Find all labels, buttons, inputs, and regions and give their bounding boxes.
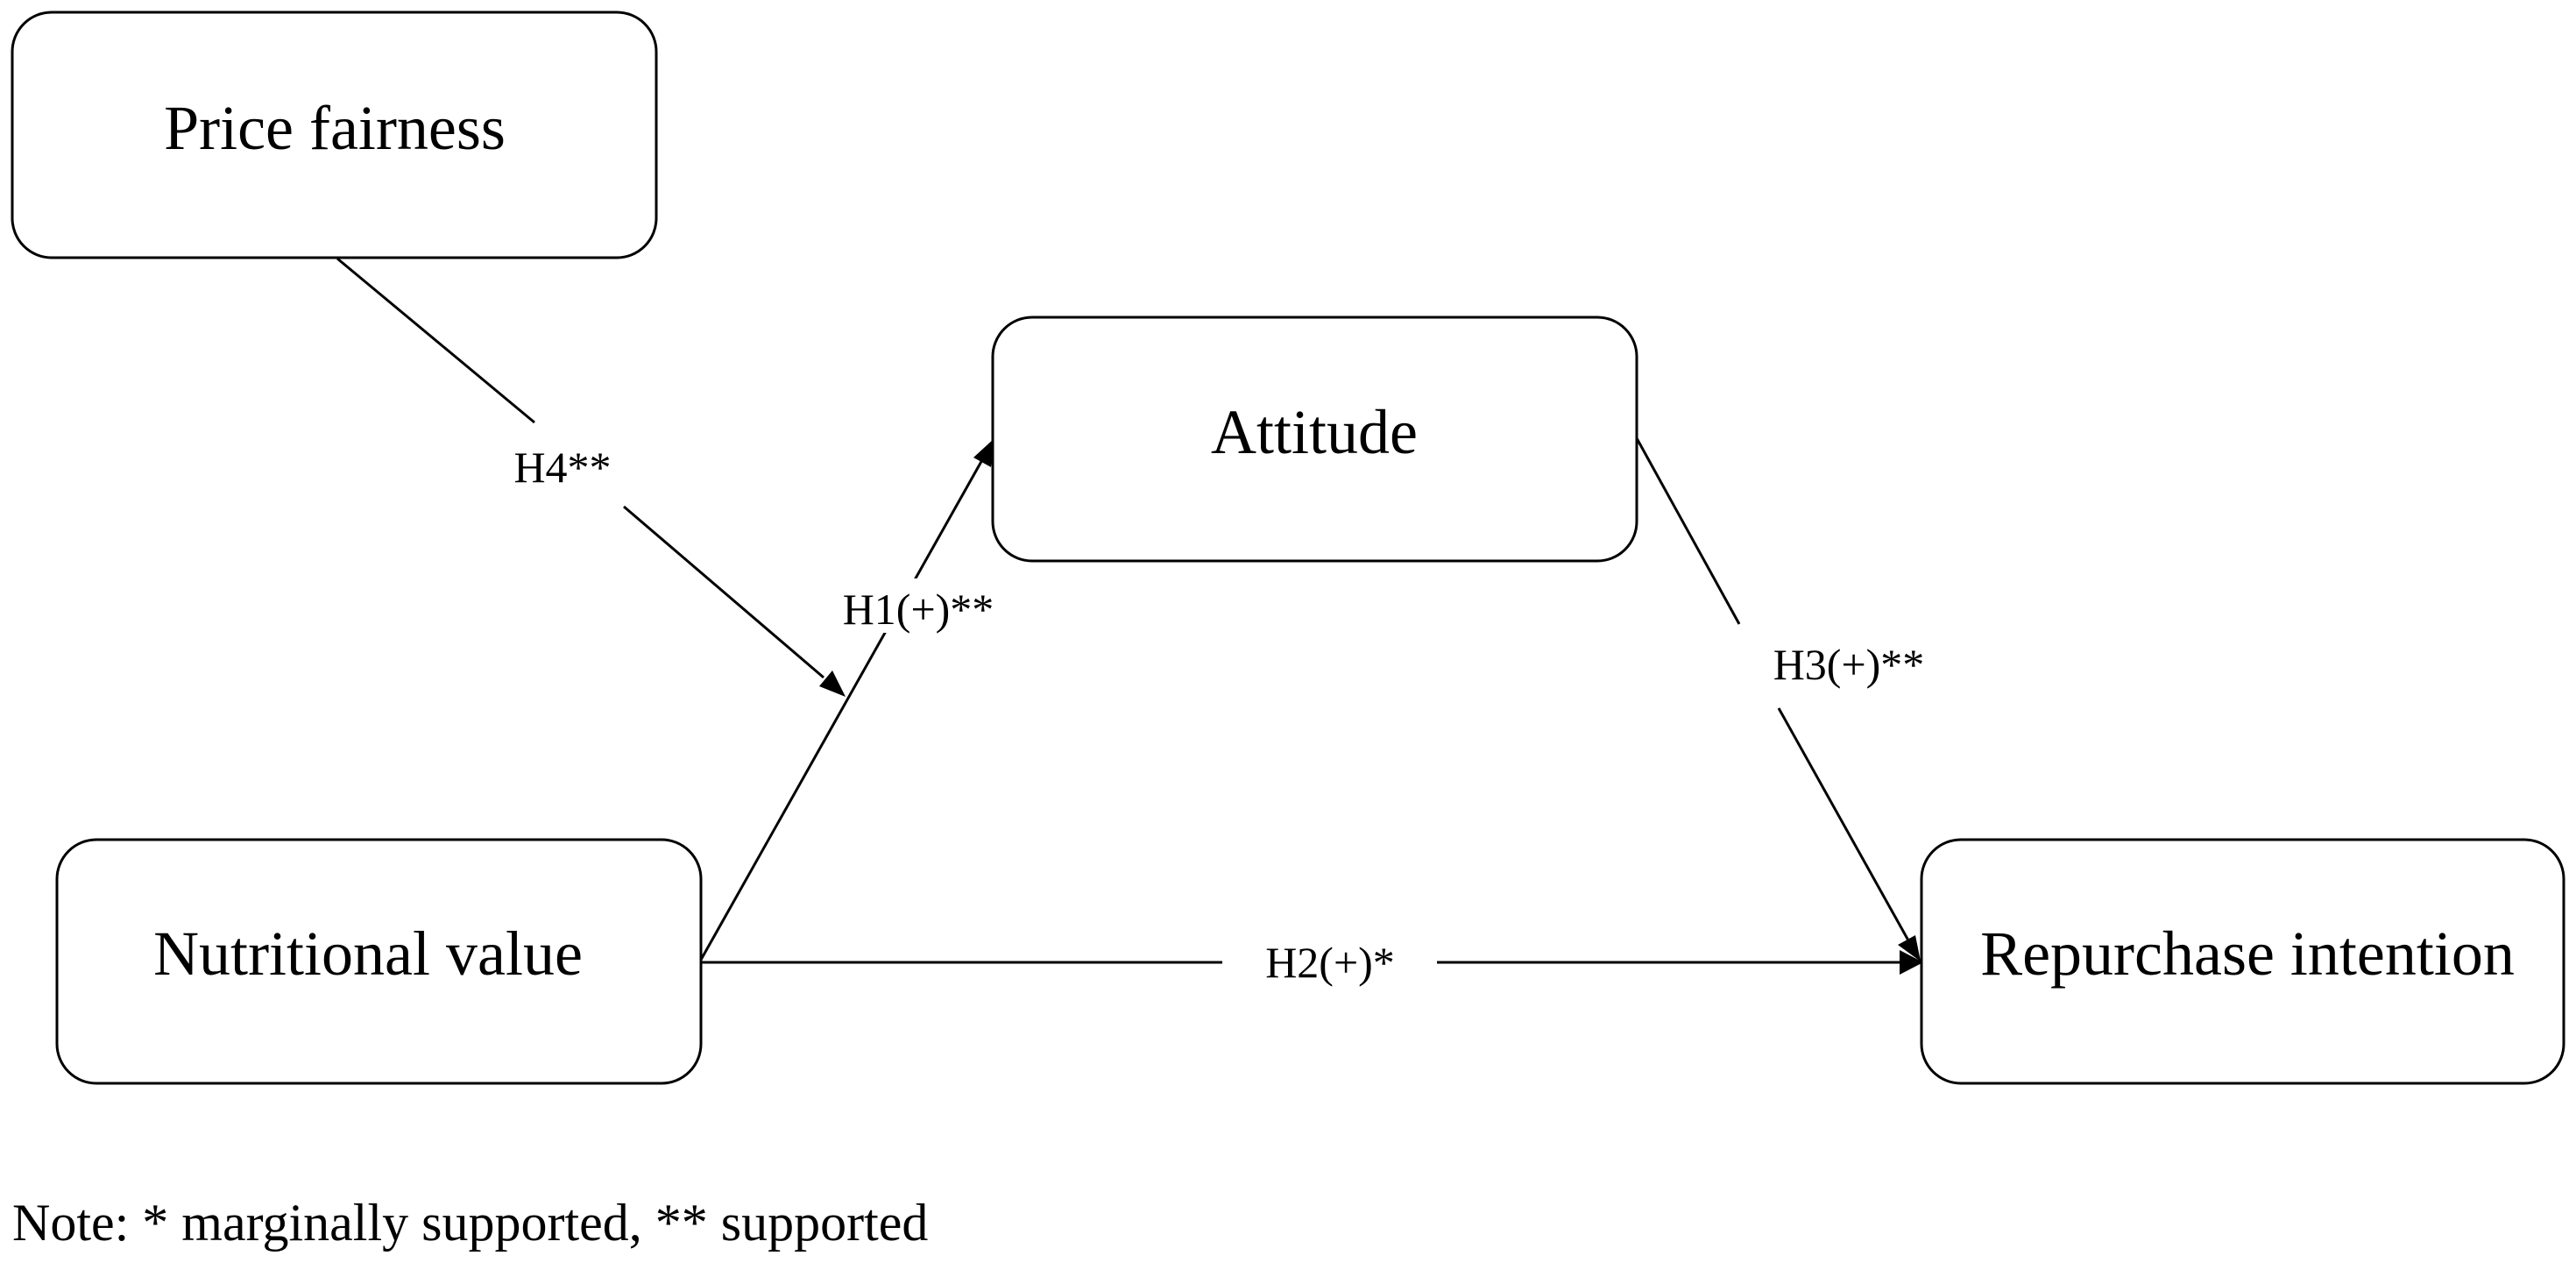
edge-h4: H4** [336, 257, 846, 697]
edge-h2-arrowhead [1900, 950, 1923, 975]
node-attitude-label: Attitude [1211, 397, 1418, 467]
edge-h1-label-bg [828, 578, 1012, 633]
node-repurchase-intention-box [1920, 838, 2565, 1085]
edge-h4-line-lower [623, 505, 824, 679]
edge-h3-arrowhead [1898, 935, 1921, 961]
node-repurchase-intention-label: Repurchase intention [1980, 919, 2515, 989]
edge-h2: H2(+)* [701, 938, 1923, 987]
research-model-diagram: H4** H1(+)** H3(+)** H2(+)* Price fairne… [11, 11, 2565, 1085]
edge-h2-label: H2(+)* [1265, 938, 1395, 987]
edge-h3: H3(+)** [1635, 437, 1925, 961]
edge-h1-label: H1(+)** [843, 585, 994, 634]
node-repurchase-intention: Repurchase intention [1920, 838, 2565, 1085]
node-price-fairness-box [11, 11, 658, 259]
node-nutritional-value-label: Nutritional value [153, 919, 583, 989]
edge-h4-label: H4** [513, 443, 611, 492]
node-nutritional-value-box [55, 838, 703, 1085]
edge-h3-label: H3(+)** [1773, 640, 1925, 689]
edge-h1-arrowhead [973, 438, 994, 467]
edge-h4-arrowhead [819, 670, 846, 697]
significance-note: Note: * marginally supported, ** support… [12, 1194, 929, 1252]
node-price-fairness-label: Price fairness [164, 93, 506, 163]
edge-h3-line-upper [1635, 437, 1741, 625]
edge-h1: H1(+)** [699, 438, 1012, 961]
edge-h3-line-lower [1777, 707, 1910, 941]
node-attitude: Attitude [991, 316, 1638, 563]
node-price-fairness: Price fairness [11, 11, 658, 259]
node-attitude-box [991, 316, 1638, 563]
edge-h1-line [699, 458, 985, 961]
node-nutritional-value: Nutritional value [55, 838, 703, 1085]
edge-h4-line-upper [336, 257, 535, 424]
